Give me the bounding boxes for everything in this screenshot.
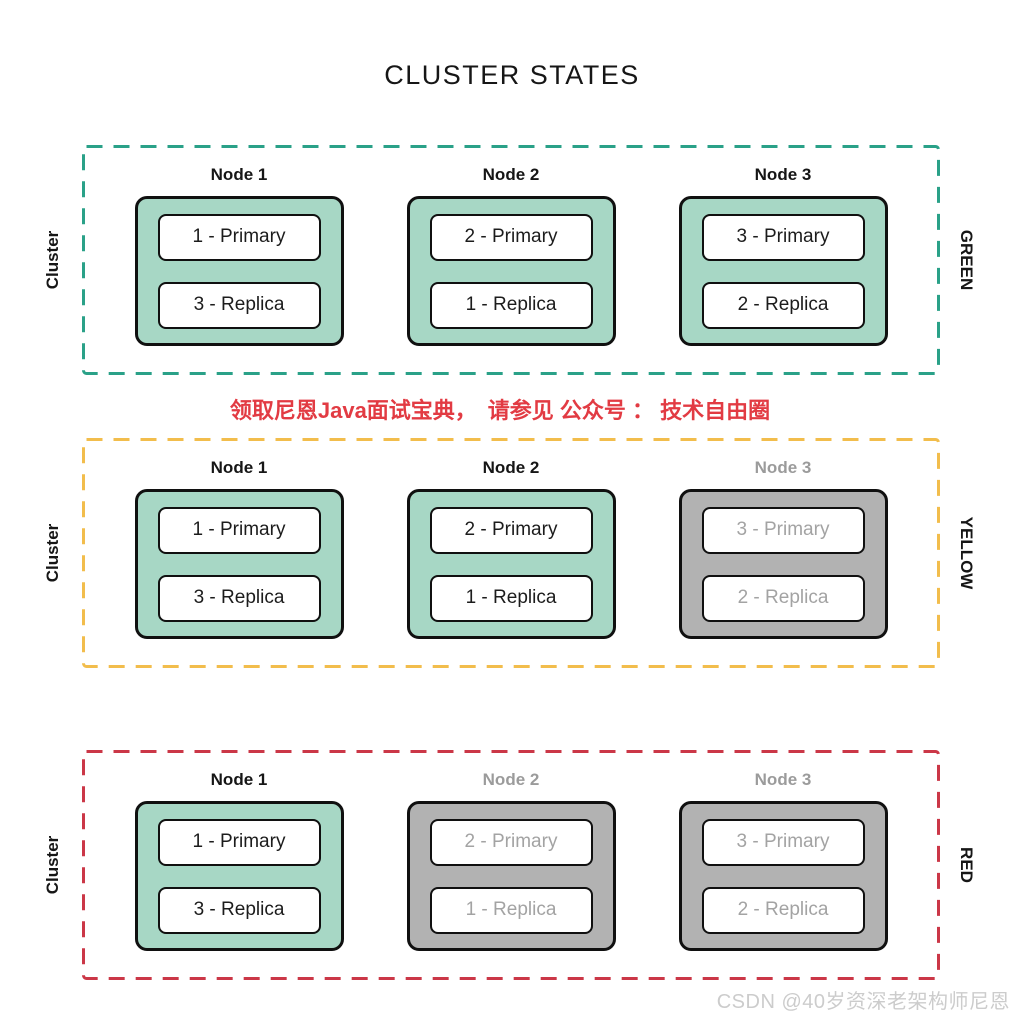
shard-box: 1 - Primary (157, 818, 321, 866)
node-box-offline: 3 - Primary 2 - Replica (678, 489, 888, 639)
shard-box: 2 - Replica (701, 574, 865, 622)
shard-box: 2 - Primary (429, 213, 593, 261)
shard-box: 1 - Primary (157, 506, 321, 554)
cluster-section-yellow: Cluster Node 1 1 - Primary 3 - Replica N… (0, 438, 1024, 668)
node-row: Node 1 1 - Primary 3 - Replica Node 2 2 … (82, 145, 940, 375)
node-box: 3 - Primary 2 - Replica (678, 196, 888, 346)
shard-box: 3 - Replica (157, 886, 321, 934)
cluster-side-label: Cluster (43, 230, 62, 290)
node-3-offline: Node 3 3 - Primary 2 - Replica (678, 458, 888, 668)
shard-box: 3 - Primary (701, 506, 865, 554)
shard-box: 2 - Primary (429, 506, 593, 554)
shard-box: 1 - Replica (429, 574, 593, 622)
node-title: Node 3 (754, 458, 812, 477)
watermark-text: CSDN @40岁资深老架构师尼恩 (716, 991, 1010, 1013)
node-1: Node 1 1 - Primary 3 - Replica (134, 770, 344, 980)
state-label-yellow: YELLOW (957, 516, 976, 590)
page-title: CLUSTER STATES (384, 60, 640, 90)
node-1: Node 1 1 - Primary 3 - Replica (134, 165, 344, 375)
yellow-cluster-boundary: Node 1 1 - Primary 3 - Replica Node 2 2 … (82, 438, 940, 668)
shard-box: 3 - Primary (701, 818, 865, 866)
shard-box: 2 - Replica (701, 281, 865, 329)
node-title: Node 1 (210, 770, 268, 789)
node-box: 2 - Primary 1 - Replica (406, 489, 616, 639)
shard-box: 3 - Replica (157, 574, 321, 622)
shard-box: 2 - Primary (429, 818, 593, 866)
state-label-green: GREEN (957, 229, 976, 291)
node-title: Node 2 (482, 770, 540, 789)
shard-box: 2 - Replica (701, 886, 865, 934)
red-cluster-boundary: Node 1 1 - Primary 3 - Replica Node 2 2 … (82, 750, 940, 980)
node-title: Node 1 (210, 458, 268, 477)
shard-box: 3 - Replica (157, 281, 321, 329)
node-row: Node 1 1 - Primary 3 - Replica Node 2 2 … (82, 438, 940, 668)
shard-box: 1 - Replica (429, 886, 593, 934)
green-cluster-boundary: Node 1 1 - Primary 3 - Replica Node 2 2 … (82, 145, 940, 375)
node-title: Node 2 (482, 165, 540, 184)
node-title: Node 2 (482, 458, 540, 477)
cluster-section-green: Cluster Node 1 1 - Primary 3 - Replica N… (0, 145, 1024, 375)
node-2: Node 2 2 - Primary 1 - Replica (406, 458, 616, 668)
node-box: 1 - Primary 3 - Replica (134, 489, 344, 639)
node-title: Node 1 (210, 165, 268, 184)
shard-box: 3 - Primary (701, 213, 865, 261)
shard-box: 1 - Replica (429, 281, 593, 329)
node-1: Node 1 1 - Primary 3 - Replica (134, 458, 344, 668)
node-box-offline: 2 - Primary 1 - Replica (406, 801, 616, 951)
node-3: Node 3 3 - Primary 2 - Replica (678, 165, 888, 375)
node-2-offline: Node 2 2 - Primary 1 - Replica (406, 770, 616, 980)
promo-banner-text: 领取尼恩Java面试宝典， 请参见 公众号 ： 技术自由圈 (229, 398, 771, 423)
cluster-side-label: Cluster (43, 835, 62, 895)
state-label-red: RED (957, 847, 976, 883)
node-row: Node 1 1 - Primary 3 - Replica Node 2 2 … (82, 750, 940, 980)
node-title: Node 3 (754, 165, 812, 184)
node-3-offline: Node 3 3 - Primary 2 - Replica (678, 770, 888, 980)
node-title: Node 3 (754, 770, 812, 789)
node-box: 2 - Primary 1 - Replica (406, 196, 616, 346)
cluster-side-label: Cluster (43, 523, 62, 583)
shard-box: 1 - Primary (157, 213, 321, 261)
node-box-offline: 3 - Primary 2 - Replica (678, 801, 888, 951)
node-2: Node 2 2 - Primary 1 - Replica (406, 165, 616, 375)
node-box: 1 - Primary 3 - Replica (134, 801, 344, 951)
cluster-section-red: Cluster Node 1 1 - Primary 3 - Replica N… (0, 750, 1024, 980)
node-box: 1 - Primary 3 - Replica (134, 196, 344, 346)
